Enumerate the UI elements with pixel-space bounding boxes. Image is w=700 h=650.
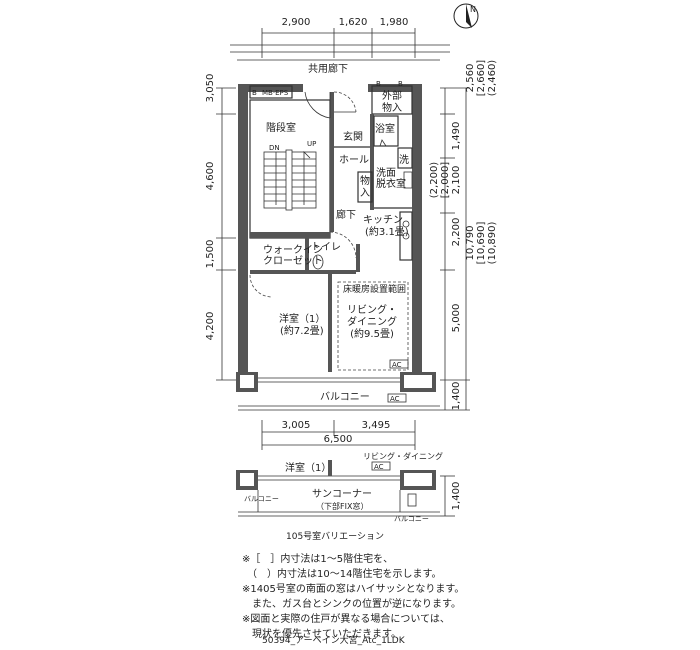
kitchen-label: キッチン	[363, 214, 403, 226]
mb-eps-box: B MB·EPS	[249, 85, 293, 99]
north-compass-icon: N	[453, 3, 479, 29]
entrance-label: 玄関	[343, 130, 363, 143]
dim-variation: 1,400	[451, 482, 462, 511]
living-dining-label-1: リビング・	[347, 303, 397, 316]
floor-heating-label: 床暖房設置範囲	[343, 283, 406, 295]
dimension-right: 1,490 2,200 5,000 1,400 2,560 [2,660] (2…	[429, 60, 498, 411]
western-room-size-label: (約7.2畳)	[280, 324, 324, 337]
dim-left-2: 4,600	[205, 162, 216, 191]
walkin-closet-label-1: ウォークイン	[263, 244, 323, 256]
dim-right-total-c: (10,890)	[487, 222, 498, 265]
dim-left-3: 1,500	[205, 240, 216, 269]
laundry-label: 洗	[399, 154, 409, 166]
dim-top-3: 1,980	[380, 17, 409, 28]
outdoor-storage: 外部 物入 B B	[371, 80, 413, 115]
bath-label: 浴室	[375, 122, 395, 135]
hallway-label: 廊下	[336, 208, 356, 221]
balcony: バルコニー AC	[238, 391, 440, 411]
notes: ※［ ］内寸法は1〜5階住宅を、 （ ）内寸法は10〜14階住宅を示します。 ※…	[242, 552, 692, 642]
dim-right-top-c: (2,460)	[487, 60, 498, 97]
dim-right-mid-a: (2,200)	[429, 162, 440, 199]
fix-window-label: （下部FIX窓）	[316, 501, 368, 511]
dim-right-mid-c: 2,100	[451, 166, 462, 195]
walkin-closet-label-2: クローゼット	[263, 255, 323, 267]
dim-right-mid-b: [2,000]	[440, 162, 451, 199]
variation-title: 105号室バリエーション	[286, 532, 384, 542]
b-label-2: B	[398, 80, 403, 88]
main-rooms: 洋室（1） (約7.2畳) 床暖房設置範囲 リビング・ ダイニング (約9.5畳…	[258, 274, 409, 383]
dim-left-4: 4,200	[205, 312, 216, 341]
outdoor-storage-label-1: 外部	[382, 89, 402, 102]
dim-right-2: 2,200	[451, 218, 462, 247]
toilet-label: トイレ	[311, 242, 341, 253]
dim-bottom-1: 3,005	[282, 420, 311, 431]
dim-bottom-2: 3,495	[362, 420, 391, 431]
dim-bottom-total: 6,500	[324, 434, 353, 445]
dim-top-1: 2,900	[282, 17, 311, 28]
balcony-ac-label: AC	[390, 395, 400, 403]
outer-walls	[236, 84, 436, 392]
dim-right-1: 1,490	[451, 122, 462, 151]
dimension-top: 2,900 1,620 1,980	[230, 17, 450, 58]
note-line: また、ガス台とシンクの位置が逆になります。	[242, 599, 461, 610]
dim-right-total-b: [10,690]	[476, 222, 487, 265]
b-label: B	[252, 89, 257, 97]
note-line: ※1405号室の南面の窓はハイサッシとなります。	[242, 584, 465, 595]
kitchen: キッチン (約3.1畳)	[356, 211, 413, 272]
mb-eps-label: MB·EPS	[262, 89, 289, 97]
stairwell: 階段室 DN UP	[249, 99, 331, 239]
washroom-label-1: 洗面	[376, 167, 396, 179]
closet-toilet: ウォークイン クローゼット トイレ	[249, 238, 356, 298]
dimension-bottom: 3,005 3,495 6,500	[261, 420, 416, 450]
ac-label: AC	[392, 361, 402, 369]
note-line: ※図面と実際の住戸が異なる場合については、	[242, 614, 450, 625]
footer-code: 50394_アーベイン大宮_Atc_1LDK	[262, 636, 405, 646]
dn-label: DN	[269, 144, 280, 152]
storage-label-1: 物	[360, 174, 370, 187]
dim-right-top-b: [2,660]	[476, 60, 487, 97]
sun-corner-label: サンコーナー	[312, 488, 372, 500]
dim-right-top-a: 2,560	[465, 64, 476, 93]
western-room-label: 洋室（1）	[279, 312, 325, 325]
outdoor-storage-label-2: 物入	[382, 101, 402, 114]
variation-plan: 洋室（1） リビング・ダイニング AC サンコーナー （下部FIX窓） バルコニ…	[236, 451, 462, 523]
washroom-label-2: 脱衣室	[376, 177, 406, 190]
note-line: ※［ ］内寸法は1〜5階住宅を、	[242, 554, 394, 565]
variation-balcony-right-label: バルコニー	[394, 515, 429, 523]
compass-label: N	[470, 5, 476, 14]
dim-top-2: 1,620	[339, 17, 368, 28]
living-dining-label-2: ダイニング	[347, 315, 397, 328]
living-dining-size-label: (約9.5畳)	[350, 327, 394, 340]
b-label-3: B	[376, 80, 381, 88]
kitchen-size-label: (約3.1畳)	[365, 225, 409, 238]
variation-ac-label: AC	[374, 463, 384, 471]
balcony-label: バルコニー	[320, 391, 370, 403]
wet-area: 浴室 洗 洗面 脱衣室 物 入	[357, 114, 413, 210]
up-label: UP	[307, 140, 316, 148]
variation-living-dining-label: リビング・ダイニング	[363, 451, 443, 461]
entrance-area: 玄関 ホール	[304, 91, 370, 232]
storage-label-2: 入	[360, 188, 370, 199]
dim-right-3: 5,000	[451, 304, 462, 333]
variation-western-room-label: 洋室（1）	[285, 461, 331, 474]
stair-label: 階段室	[266, 121, 296, 134]
note-line: 現状を優先させていただきます。	[242, 629, 401, 640]
variation-balcony-left-label: バルコニー	[244, 495, 279, 503]
dimension-left: 3,050 4,600 1,500 4,200	[205, 74, 236, 381]
dim-right-4: 1,400	[451, 382, 462, 411]
note-line: （ ）内寸法は10〜14階住宅を示します。	[242, 569, 442, 580]
dim-left-1: 3,050	[205, 74, 216, 103]
hall-label: ホール	[339, 154, 369, 166]
common-corridor-label: 共用廊下	[308, 62, 348, 75]
dim-right-total-a: 10,790	[465, 226, 476, 261]
